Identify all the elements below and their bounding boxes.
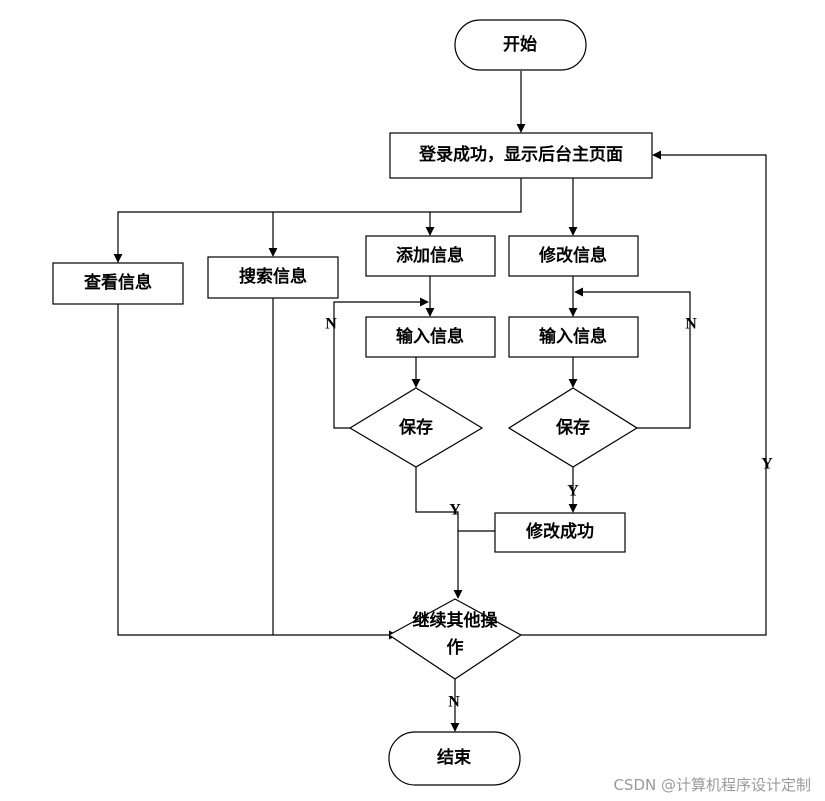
modify-node: 修改信息 [508, 235, 639, 277]
watermark: CSDN @计算机程序设计定制 [613, 776, 811, 794]
input-modify-node: 输入信息 [508, 316, 639, 358]
save-add-yes-label: Y [449, 502, 461, 519]
edge-save-add-yes [415, 467, 459, 531]
add-label: 添加信息 [396, 245, 464, 266]
save-modify-label: 保存 [555, 417, 590, 438]
end-node: 结束 [388, 731, 521, 786]
edges [113, 71, 767, 732]
add-node: 添加信息 [365, 235, 496, 277]
continue-label-line1: 继续其他操 [413, 610, 498, 631]
end-label: 结束 [437, 747, 471, 768]
edge-modify-success-continue [453, 530, 495, 599]
input-modify-label: 输入信息 [539, 326, 607, 347]
continue-label-line2: 作 [447, 637, 464, 658]
save-add-label: 保存 [398, 417, 433, 438]
login-node: 登录成功，显示后台主页面 [389, 132, 653, 179]
continue-yes-label: Y [761, 456, 773, 473]
start-node: 开始 [454, 19, 587, 71]
edge-continue-yes-login [521, 150, 767, 636]
edge-view-continue [117, 304, 398, 640]
save-add-no-label: N [325, 316, 337, 333]
input-add-label: 输入信息 [396, 326, 464, 347]
input-add-node: 输入信息 [365, 316, 496, 358]
continue-no-label: N [448, 694, 460, 711]
save-modify-yes-label: Y [567, 483, 579, 500]
search-label: 搜索信息 [239, 266, 307, 287]
save-modify-decision: 保存 [507, 387, 639, 468]
view-node: 查看信息 [52, 262, 184, 305]
edge-save-modify-no-loop [574, 287, 691, 429]
start-label: 开始 [503, 34, 537, 55]
login-label: 登录成功，显示后台主页面 [418, 144, 623, 165]
view-label: 查看信息 [83, 272, 152, 293]
save-modify-no-label: N [685, 316, 697, 333]
modify-label: 修改信息 [538, 245, 607, 266]
continue-decision: 继续其他操 作 [387, 598, 523, 680]
save-add-decision: 保存 [348, 387, 484, 468]
edge-login-view [113, 178, 522, 263]
search-node: 搜索信息 [207, 256, 339, 299]
modify-success-label: 修改成功 [525, 521, 594, 542]
edge-save-add-no-loop [333, 297, 429, 429]
modify-success-node: 修改成功 [494, 512, 626, 553]
